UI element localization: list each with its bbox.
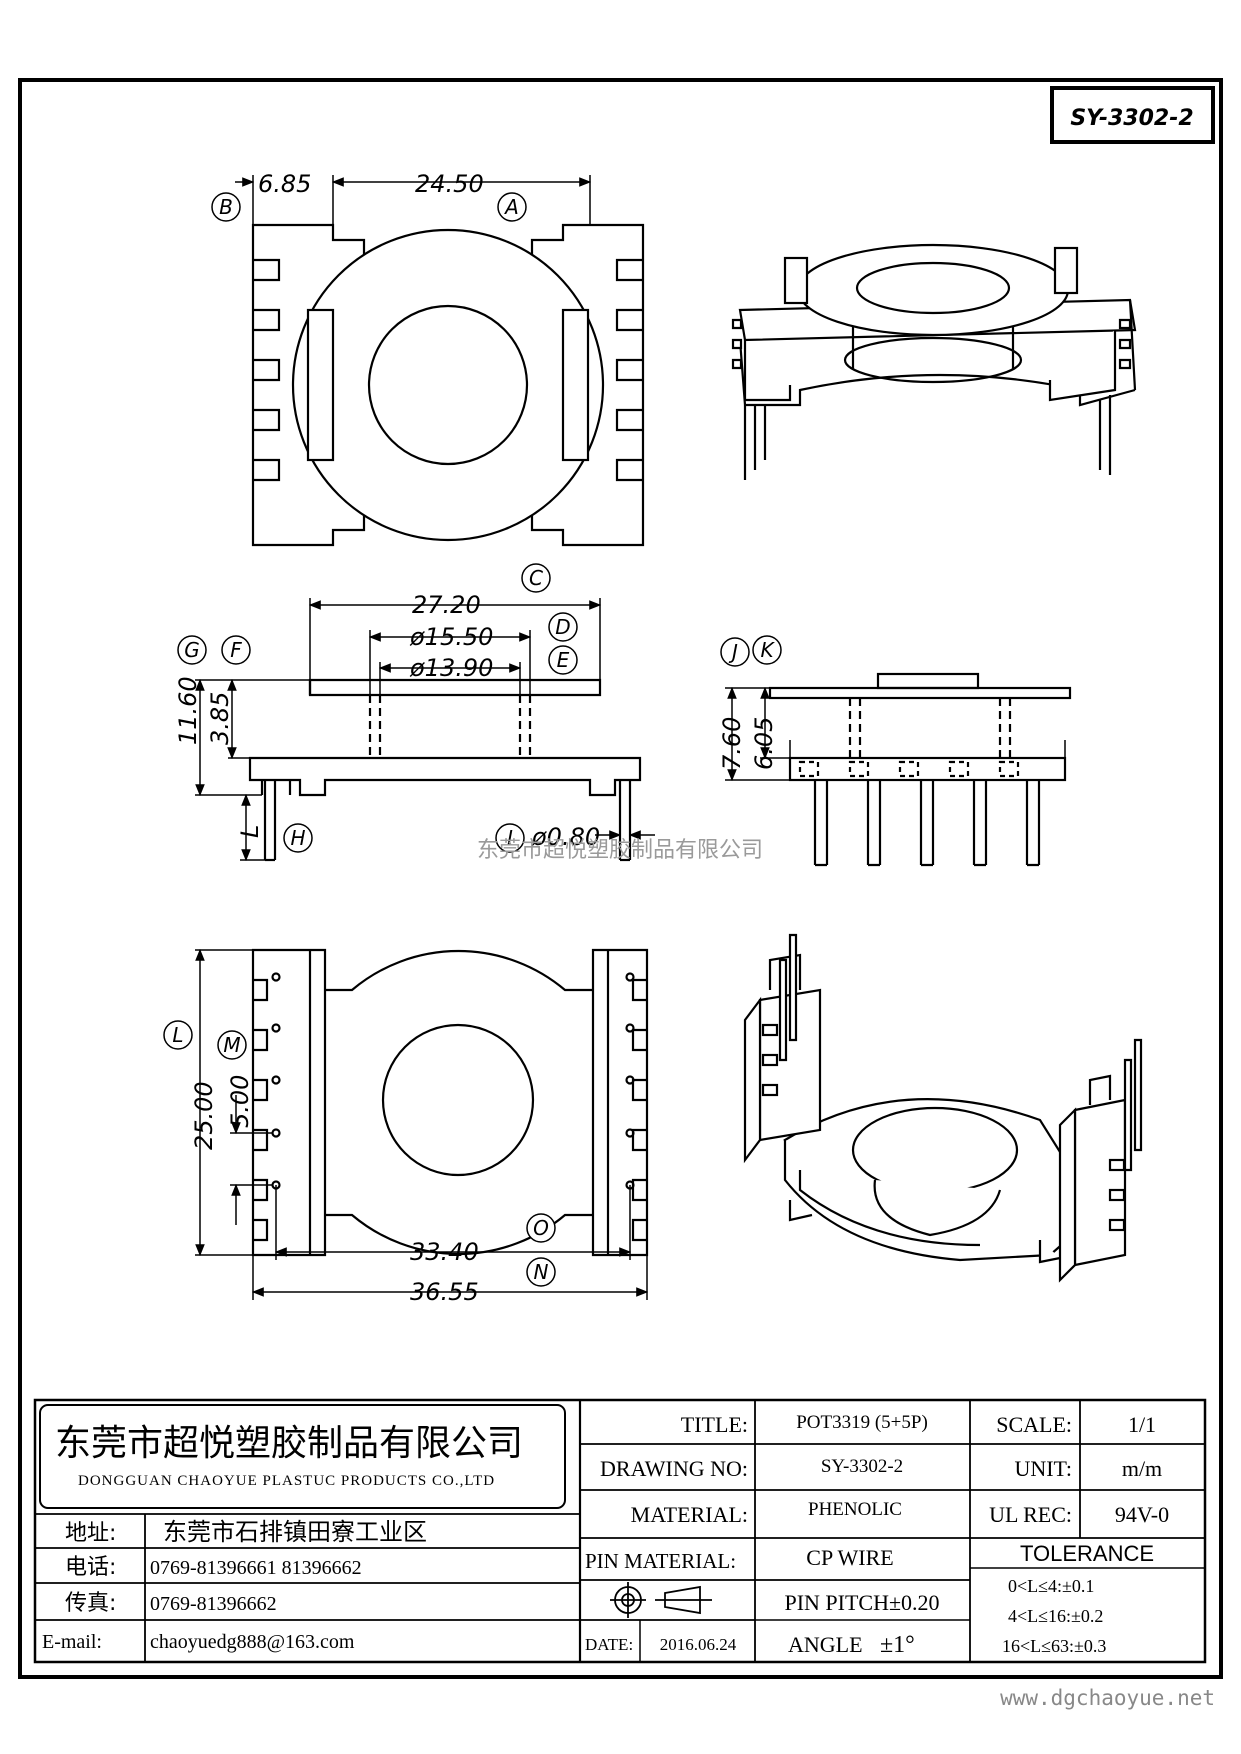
dim-front-h1: 11.60 xyxy=(174,676,202,745)
dim-front-pin-dia: ø0.80 xyxy=(531,823,600,851)
tolerance-label: TOLERANCE xyxy=(1020,1541,1154,1566)
email-label: E-mail: xyxy=(42,1631,102,1653)
svg-text:L: L xyxy=(172,1023,183,1047)
phone-value: 0769-81396661 81396662 xyxy=(150,1557,362,1579)
date-value: 2016.06.24 xyxy=(660,1635,737,1654)
projection-symbol-icon xyxy=(610,1582,712,1618)
svg-text:O: O xyxy=(533,1216,549,1240)
svg-text:G: G xyxy=(184,638,200,662)
material-label: MATERIAL: xyxy=(631,1502,748,1527)
dim-front-d1: ø15.50 xyxy=(409,623,493,651)
callout-l: L xyxy=(163,1020,193,1050)
callout-f: F xyxy=(221,635,251,665)
unit-value: m/m xyxy=(1122,1456,1162,1481)
svg-text:C: C xyxy=(529,566,543,590)
tolerance-row-3: 16<L≤63:±0.3 xyxy=(1002,1636,1106,1656)
dim-bottom-w1: 33.40 xyxy=(410,1238,479,1266)
callout-e: E xyxy=(548,645,578,675)
bottom-view-dims xyxy=(195,948,649,1300)
side-view xyxy=(768,672,1072,867)
pin-pitch: PIN PITCH±0.20 xyxy=(784,1590,939,1615)
svg-text:E: E xyxy=(557,648,570,672)
dim-front-pin-len: L xyxy=(236,825,264,838)
address-value: 东莞市石排镇田寮工业区 xyxy=(163,1518,427,1546)
address-label: 地址: xyxy=(65,1521,116,1546)
bottom-view xyxy=(251,948,649,1257)
dim-front-d2: ø13.90 xyxy=(409,654,493,682)
dim-bottom-w2: 36.55 xyxy=(410,1278,479,1306)
dim-front-width: 27.20 xyxy=(412,591,481,619)
iso-view-top xyxy=(731,243,1137,480)
company-name-en: DONGGUAN CHAOYUE PLASTUC PRODUCTS CO.,LT… xyxy=(78,1473,495,1489)
angle-label: ANGLE xyxy=(788,1632,863,1657)
callout-h: H xyxy=(283,823,313,853)
title-block xyxy=(33,1398,1207,1664)
title-value: POT3319 (5+5P) xyxy=(796,1412,928,1433)
ul-rec-value: 94V-0 xyxy=(1115,1502,1169,1527)
drawing-id: SY-3302-2 xyxy=(1070,106,1193,131)
dim-top-offset: 6.85 xyxy=(258,170,311,198)
material-value: PHENOLIC xyxy=(808,1499,902,1520)
top-view xyxy=(251,223,645,547)
front-view xyxy=(248,678,642,862)
dim-front-h2: 3.85 xyxy=(206,692,234,745)
callout-d: D xyxy=(548,612,578,642)
date-label: DATE: xyxy=(585,1635,633,1654)
callout-m: M xyxy=(217,1030,247,1060)
angle-value: ±1° xyxy=(880,1632,915,1658)
top-view-dims xyxy=(235,175,592,225)
fax-label: 传真: xyxy=(65,1591,116,1616)
svg-text:H: H xyxy=(290,826,305,850)
ul-rec-label: UL REC: xyxy=(989,1502,1072,1527)
watermark-text: 东莞市超悦塑胶制品有限公司 xyxy=(477,838,763,863)
dim-side-h1: 7.60 xyxy=(718,717,746,770)
tolerance-row-1: 0<L≤4:±0.1 xyxy=(1008,1576,1094,1596)
callout-g: G xyxy=(177,635,207,665)
svg-text:I: I xyxy=(507,826,513,850)
svg-text:D: D xyxy=(555,615,570,639)
svg-text:A: A xyxy=(503,195,519,219)
pin-material-value: CP WIRE xyxy=(806,1545,893,1570)
callout-i: I xyxy=(495,823,525,853)
dim-top-width: 24.50 xyxy=(415,170,484,198)
callout-o: O xyxy=(526,1213,556,1243)
callout-j: J xyxy=(720,637,750,667)
dim-bottom-pitch: 5.00 xyxy=(226,1075,254,1128)
svg-text:F: F xyxy=(230,638,242,662)
svg-text:M: M xyxy=(223,1033,240,1057)
company-name-cn: 东莞市超悦塑胶制品有限公司 xyxy=(55,1423,523,1464)
svg-text:K: K xyxy=(760,638,775,662)
side-view-dims xyxy=(725,686,790,782)
scale-value: 1/1 xyxy=(1128,1412,1156,1437)
svg-text:N: N xyxy=(534,1260,549,1284)
svg-text:B: B xyxy=(219,195,233,219)
callout-k: K xyxy=(752,635,782,665)
scale-label: SCALE: xyxy=(996,1412,1072,1437)
iso-view-bottom xyxy=(743,933,1143,1283)
dim-side-h2: 6.05 xyxy=(750,717,778,770)
tolerance-row-2: 4<L≤16:±0.2 xyxy=(1008,1606,1103,1626)
title-label: TITLE: xyxy=(681,1412,748,1437)
phone-label: 电话: xyxy=(65,1555,116,1580)
callout-n: N xyxy=(526,1257,556,1287)
drawing-no-value: SY-3302-2 xyxy=(821,1456,903,1477)
email-value: chaoyuedg888@163.com xyxy=(150,1631,355,1653)
fax-value: 0769-81396662 xyxy=(150,1593,277,1615)
outer-border xyxy=(18,78,1223,1679)
dim-bottom-height: 25.00 xyxy=(190,1081,218,1150)
website-text: www.dgchaoyue.net xyxy=(1000,1686,1215,1710)
callout-a: A xyxy=(497,192,527,222)
drawing-id-box: SY-3302-2 xyxy=(1050,86,1215,144)
svg-text:J: J xyxy=(728,640,738,664)
front-view-dims xyxy=(195,598,655,862)
pin-material-label: PIN MATERIAL: xyxy=(585,1549,736,1573)
callout-c: C xyxy=(521,563,551,593)
callout-b: B xyxy=(211,192,241,222)
drawing-no-label: DRAWING NO: xyxy=(600,1456,748,1481)
unit-label: UNIT: xyxy=(1014,1456,1072,1481)
